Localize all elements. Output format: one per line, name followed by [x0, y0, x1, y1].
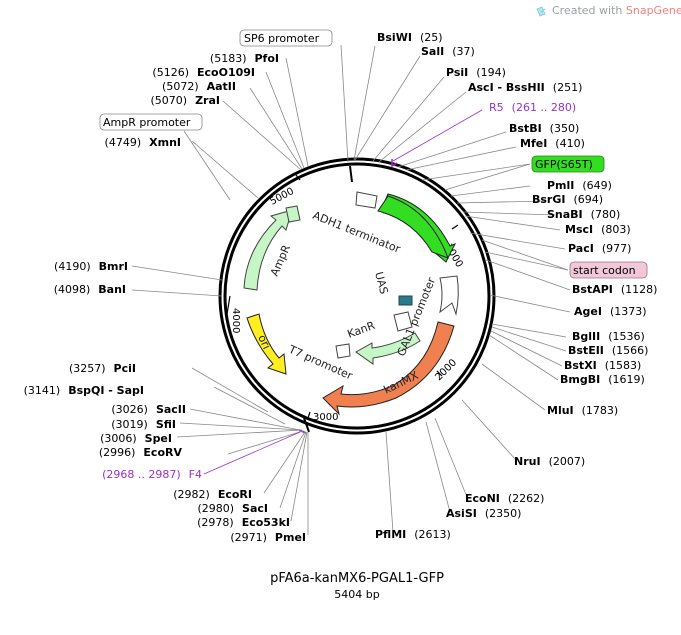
primer-r5[interactable]: R5(261 .. 280)	[489, 101, 576, 114]
enzyme-bstbi[interactable]: BstBI(350)	[509, 122, 579, 135]
enzyme-xmni[interactable]: (4749)XmnI	[105, 136, 181, 149]
adh1-terminator-label: ADH1 terminator	[311, 209, 403, 256]
enzyme-saci[interactable]: (2980)SacI	[197, 502, 268, 515]
enzyme-bani[interactable]: (4098)BanI	[54, 283, 126, 296]
enzyme-agei[interactable]: AgeI(1373)	[574, 305, 647, 318]
enzyme-pcii[interactable]: (3257)PciI	[69, 362, 136, 375]
enzyme-bsrgi[interactable]: BsrGI(694)	[532, 193, 603, 206]
callout-ampr-promoter[interactable]: AmpR promoter	[99, 113, 203, 131]
enzyme-msci[interactable]: MscI(803)	[565, 223, 631, 236]
enzyme-econi[interactable]: EcoNI(2262)	[465, 492, 544, 505]
enzyme-bstapi[interactable]: BstAPI(1128)	[572, 283, 657, 296]
enzyme-spei[interactable]: (3006)SpeI	[100, 432, 172, 445]
tick-label-3000: 3000	[313, 412, 338, 423]
r5-primer-marker	[391, 159, 398, 168]
enzyme-bsiwi[interactable]: BsiWI(25)	[377, 31, 443, 44]
ticks	[225, 174, 459, 419]
enzyme-snabi[interactable]: SnaBI(780)	[547, 208, 620, 221]
tick-label-4000: 4000	[230, 308, 241, 333]
enzyme-zrai[interactable]: (5070)ZraI	[151, 94, 221, 107]
enzyme-bspqi-sapi[interactable]: (3141)BspQI - SapI	[24, 384, 144, 397]
enzyme-ecorv[interactable]: (2996)EcoRV	[99, 446, 183, 459]
ori-feature-arrow	[246, 313, 287, 375]
enzyme-asisi[interactable]: AsiSI(2350)	[446, 507, 521, 520]
enzyme-nrui[interactable]: NruI(2007)	[514, 455, 585, 468]
kanr-label: KanR	[346, 319, 377, 341]
enzyme-eco53ki[interactable]: (2978)Eco53kI	[197, 516, 290, 529]
snapgene-logo-icon	[536, 6, 546, 17]
r5-callout-line	[392, 109, 483, 162]
start-codon-label: start codon	[573, 264, 636, 277]
start-codon-callout-line	[484, 251, 569, 271]
callout-start-codon[interactable]: start codon	[569, 261, 648, 279]
enzyme-asci-bsshii[interactable]: AscI - BssHII(251)	[468, 81, 582, 94]
ampr-label: AmpR	[268, 243, 293, 279]
enzyme-bsteii[interactable]: BstEII(1566)	[568, 344, 648, 357]
gfp-label: GFP(S65T)	[535, 158, 593, 171]
watermark-text: Created with SnapGene®	[552, 4, 681, 17]
enzyme-bmgbi[interactable]: BmgBI(1619)	[560, 373, 645, 386]
leader-lines	[131, 44, 571, 535]
t7-promoter-box	[335, 343, 351, 359]
ori-label: ori	[255, 333, 273, 351]
enzyme-sacii[interactable]: (3026)SacII	[111, 403, 186, 416]
sp6-promoter-label: SP6 promoter	[244, 32, 320, 45]
plasmid-name: pFA6a-kanMX6-PGAL1-GFP	[270, 571, 444, 586]
gfp-callout-line	[421, 163, 531, 181]
enzyme-bmri[interactable]: (4190)BmrI	[54, 260, 128, 273]
adh1-terminator-box	[355, 191, 378, 209]
enzyme-pfoi[interactable]: (5183)PfoI	[210, 52, 279, 65]
enzyme-pflmi[interactable]: PflMI(2613)	[375, 528, 451, 541]
enzyme-mfei[interactable]: MfeI(410)	[520, 137, 585, 150]
backbone-inner	[223, 162, 491, 430]
f4-callout-line	[203, 431, 301, 475]
uas-label: UAS	[372, 270, 390, 295]
kanmx-feature-arrow[interactable]	[322, 321, 455, 416]
enzyme-paci[interactable]: PacI(977)	[568, 242, 631, 255]
uas-feature	[398, 295, 413, 306]
enzyme-pmei[interactable]: (2971)PmeI	[230, 531, 306, 544]
kanr-feature-arrow	[355, 332, 421, 365]
callout-sp6-promoter[interactable]: SP6 promoter	[239, 29, 333, 47]
enzyme-pmli[interactable]: PmlI(649)	[547, 179, 612, 192]
gfp-feature-body	[377, 195, 449, 259]
ampr-feature-arrow[interactable]	[243, 209, 293, 291]
primer-f4[interactable]: (2968 .. 2987)F4	[102, 468, 202, 481]
enzyme-mlui[interactable]: MluI(1783)	[547, 404, 618, 417]
enzyme-aatii[interactable]: (5072)AatII	[162, 80, 236, 93]
enzyme-sali[interactable]: SalI(37)	[421, 45, 475, 58]
enzyme-ecori[interactable]: (2982)EcoRI	[173, 488, 252, 501]
kanr-small-box	[393, 311, 413, 332]
ampr-promoter-label: AmpR promoter	[103, 116, 191, 129]
watermark: Created with SnapGene®	[536, 4, 681, 17]
enzyme-bstxi[interactable]: BstXI(1583)	[564, 359, 641, 372]
sp6-marker	[349, 165, 353, 183]
enzyme-psii[interactable]: PsiI(194)	[446, 66, 506, 79]
enzyme-bglii[interactable]: BglII(1536)	[572, 330, 645, 343]
ampr-end-box	[285, 205, 301, 223]
gal1-promoter-arrow	[439, 275, 459, 316]
enzyme-sfii[interactable]: (3019)SfiI	[111, 418, 176, 431]
callout-gfp[interactable]: GFP(S65T)	[531, 155, 605, 173]
plasmid-size: 5404 bp	[334, 588, 379, 601]
enzyme-ecoo109i[interactable]: (5126)EcoO109I	[152, 66, 255, 79]
t7-marker	[303, 417, 310, 433]
